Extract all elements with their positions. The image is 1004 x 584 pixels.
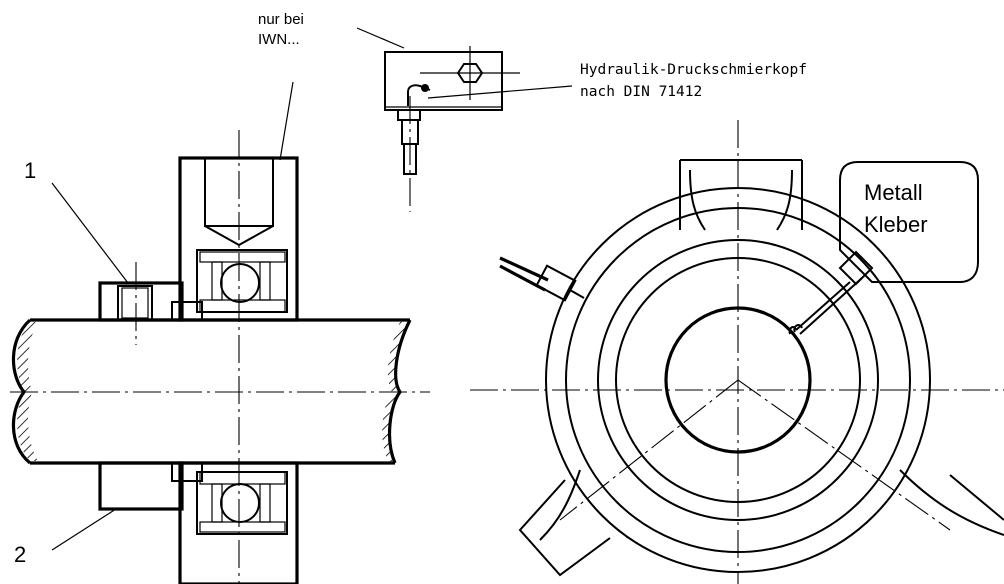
yoke-arms (518, 159, 1004, 577)
section-view (10, 130, 430, 584)
callout-1-label: 1 (24, 158, 36, 183)
note-line-2: IWN... (258, 31, 300, 48)
clamp-collar-bottom (98, 461, 203, 511)
leader-2 (51, 508, 117, 551)
bubble-line-2: Kleber (864, 212, 928, 237)
clamp-collar-top (98, 281, 203, 322)
arm-centerline-right (737, 379, 951, 531)
bearing-top (199, 251, 286, 313)
front-view (470, 120, 1004, 584)
arm-centerline-left (559, 379, 739, 521)
leader-iwn (279, 81, 294, 161)
grease-fitting-detail (384, 46, 520, 212)
adhesive-speech-bubble (839, 161, 979, 283)
bearing-outer-ring (597, 239, 879, 521)
leader-fitting (427, 85, 573, 99)
fitting-label-line-2: nach DIN 71412 (580, 84, 702, 100)
leader-1 (51, 182, 129, 284)
adhesive-nozzle (788, 250, 874, 335)
side-grease-fitting (499, 256, 585, 302)
callout-2-label: 2 (14, 542, 26, 567)
note-line-1: nur bei (258, 11, 304, 28)
leader-note (356, 27, 405, 49)
fitting-label-line-1: Hydraulik-Druckschmierkopf (580, 62, 807, 78)
bubble-line-1: Metall (864, 180, 923, 205)
